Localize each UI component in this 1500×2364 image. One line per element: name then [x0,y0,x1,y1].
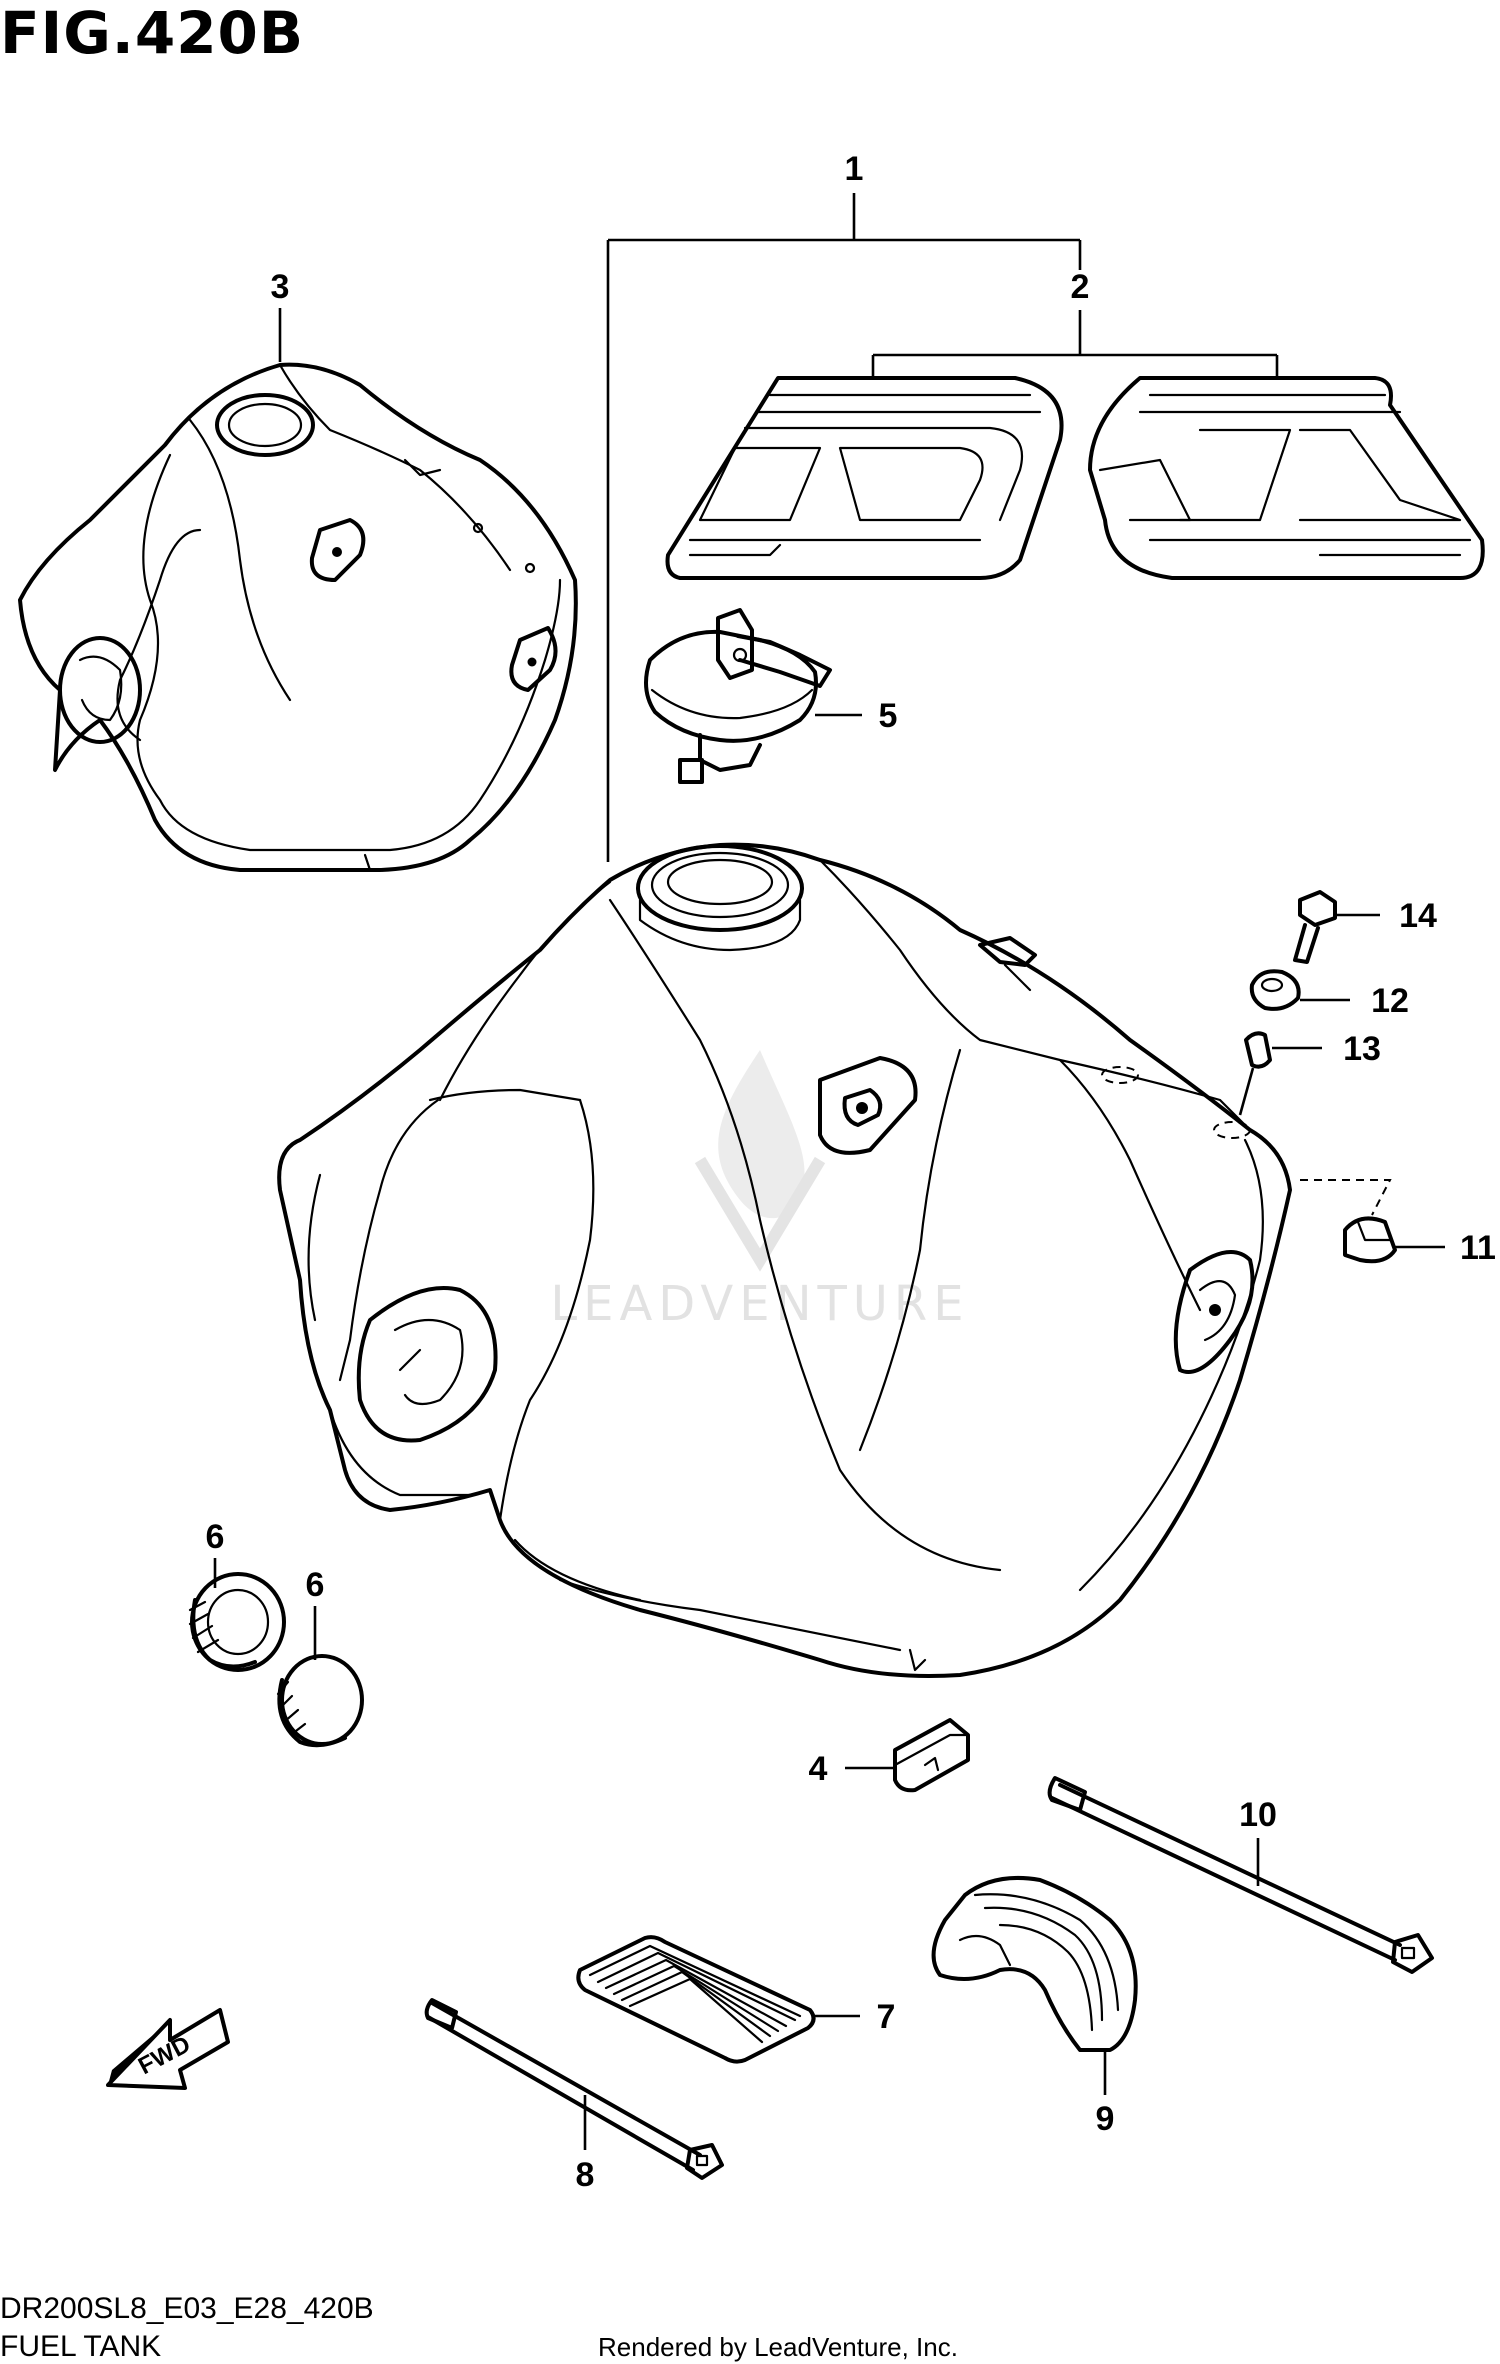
nut-12 [1249,969,1350,1011]
callout-3: 3 [271,268,290,306]
callout-9: 9 [1096,2100,1115,2138]
cover-9 [931,1875,1138,2095]
watermark-text: LEADVENTURE [550,1276,969,1332]
emblem-left [665,376,1064,580]
callout-labels: 1 2 3 4 5 6 6 7 8 9 10 11 12 13 14 [206,150,1496,2194]
callout-11: 11 [1460,1229,1496,1267]
clip-4 [845,1718,970,1793]
callout-8: 8 [576,2156,595,2194]
forward-arrow-icon: FWD [106,2008,230,2090]
callout-7: 7 [877,1998,896,2036]
leader-group-2 [871,310,1279,378]
callout-13: 13 [1343,1030,1381,1068]
emblem-right [1088,376,1485,580]
fuel-tank-main [277,842,1292,1678]
diagram-code: DR200SL8_E03_E28_420B [0,2292,374,2325]
band-8 [424,1998,724,2180]
diagram-name: FUEL TANK [0,2330,162,2363]
callout-12: 12 [1371,982,1409,1020]
bolt-14 [1293,890,1380,964]
callout-6b: 6 [306,1566,325,1604]
figure-title: FIG.420B [0,0,305,67]
callout-6a: 6 [206,1518,225,1556]
grommet-6b [276,1606,364,1748]
fuel-tank-small [18,308,578,872]
collar-13 [1238,1031,1322,1116]
callout-10: 10 [1239,1796,1277,1834]
leadventure-watermark: LEADVENTURE [550,1050,969,1332]
leader-group-1 [606,193,1082,862]
render-credit: Rendered by LeadVenture, Inc. [598,2332,958,2362]
callout-14: 14 [1399,897,1437,935]
fuel-cap [644,608,862,784]
grommet-6a [188,1558,286,1672]
band-10 [1047,1776,1434,1974]
callout-4: 4 [809,1750,828,1788]
callout-2: 2 [1071,268,1090,306]
callout-1: 1 [845,150,864,188]
cushion-11 [1300,1179,1445,1264]
callout-5: 5 [879,697,898,735]
cushion-7 [576,1935,860,2064]
